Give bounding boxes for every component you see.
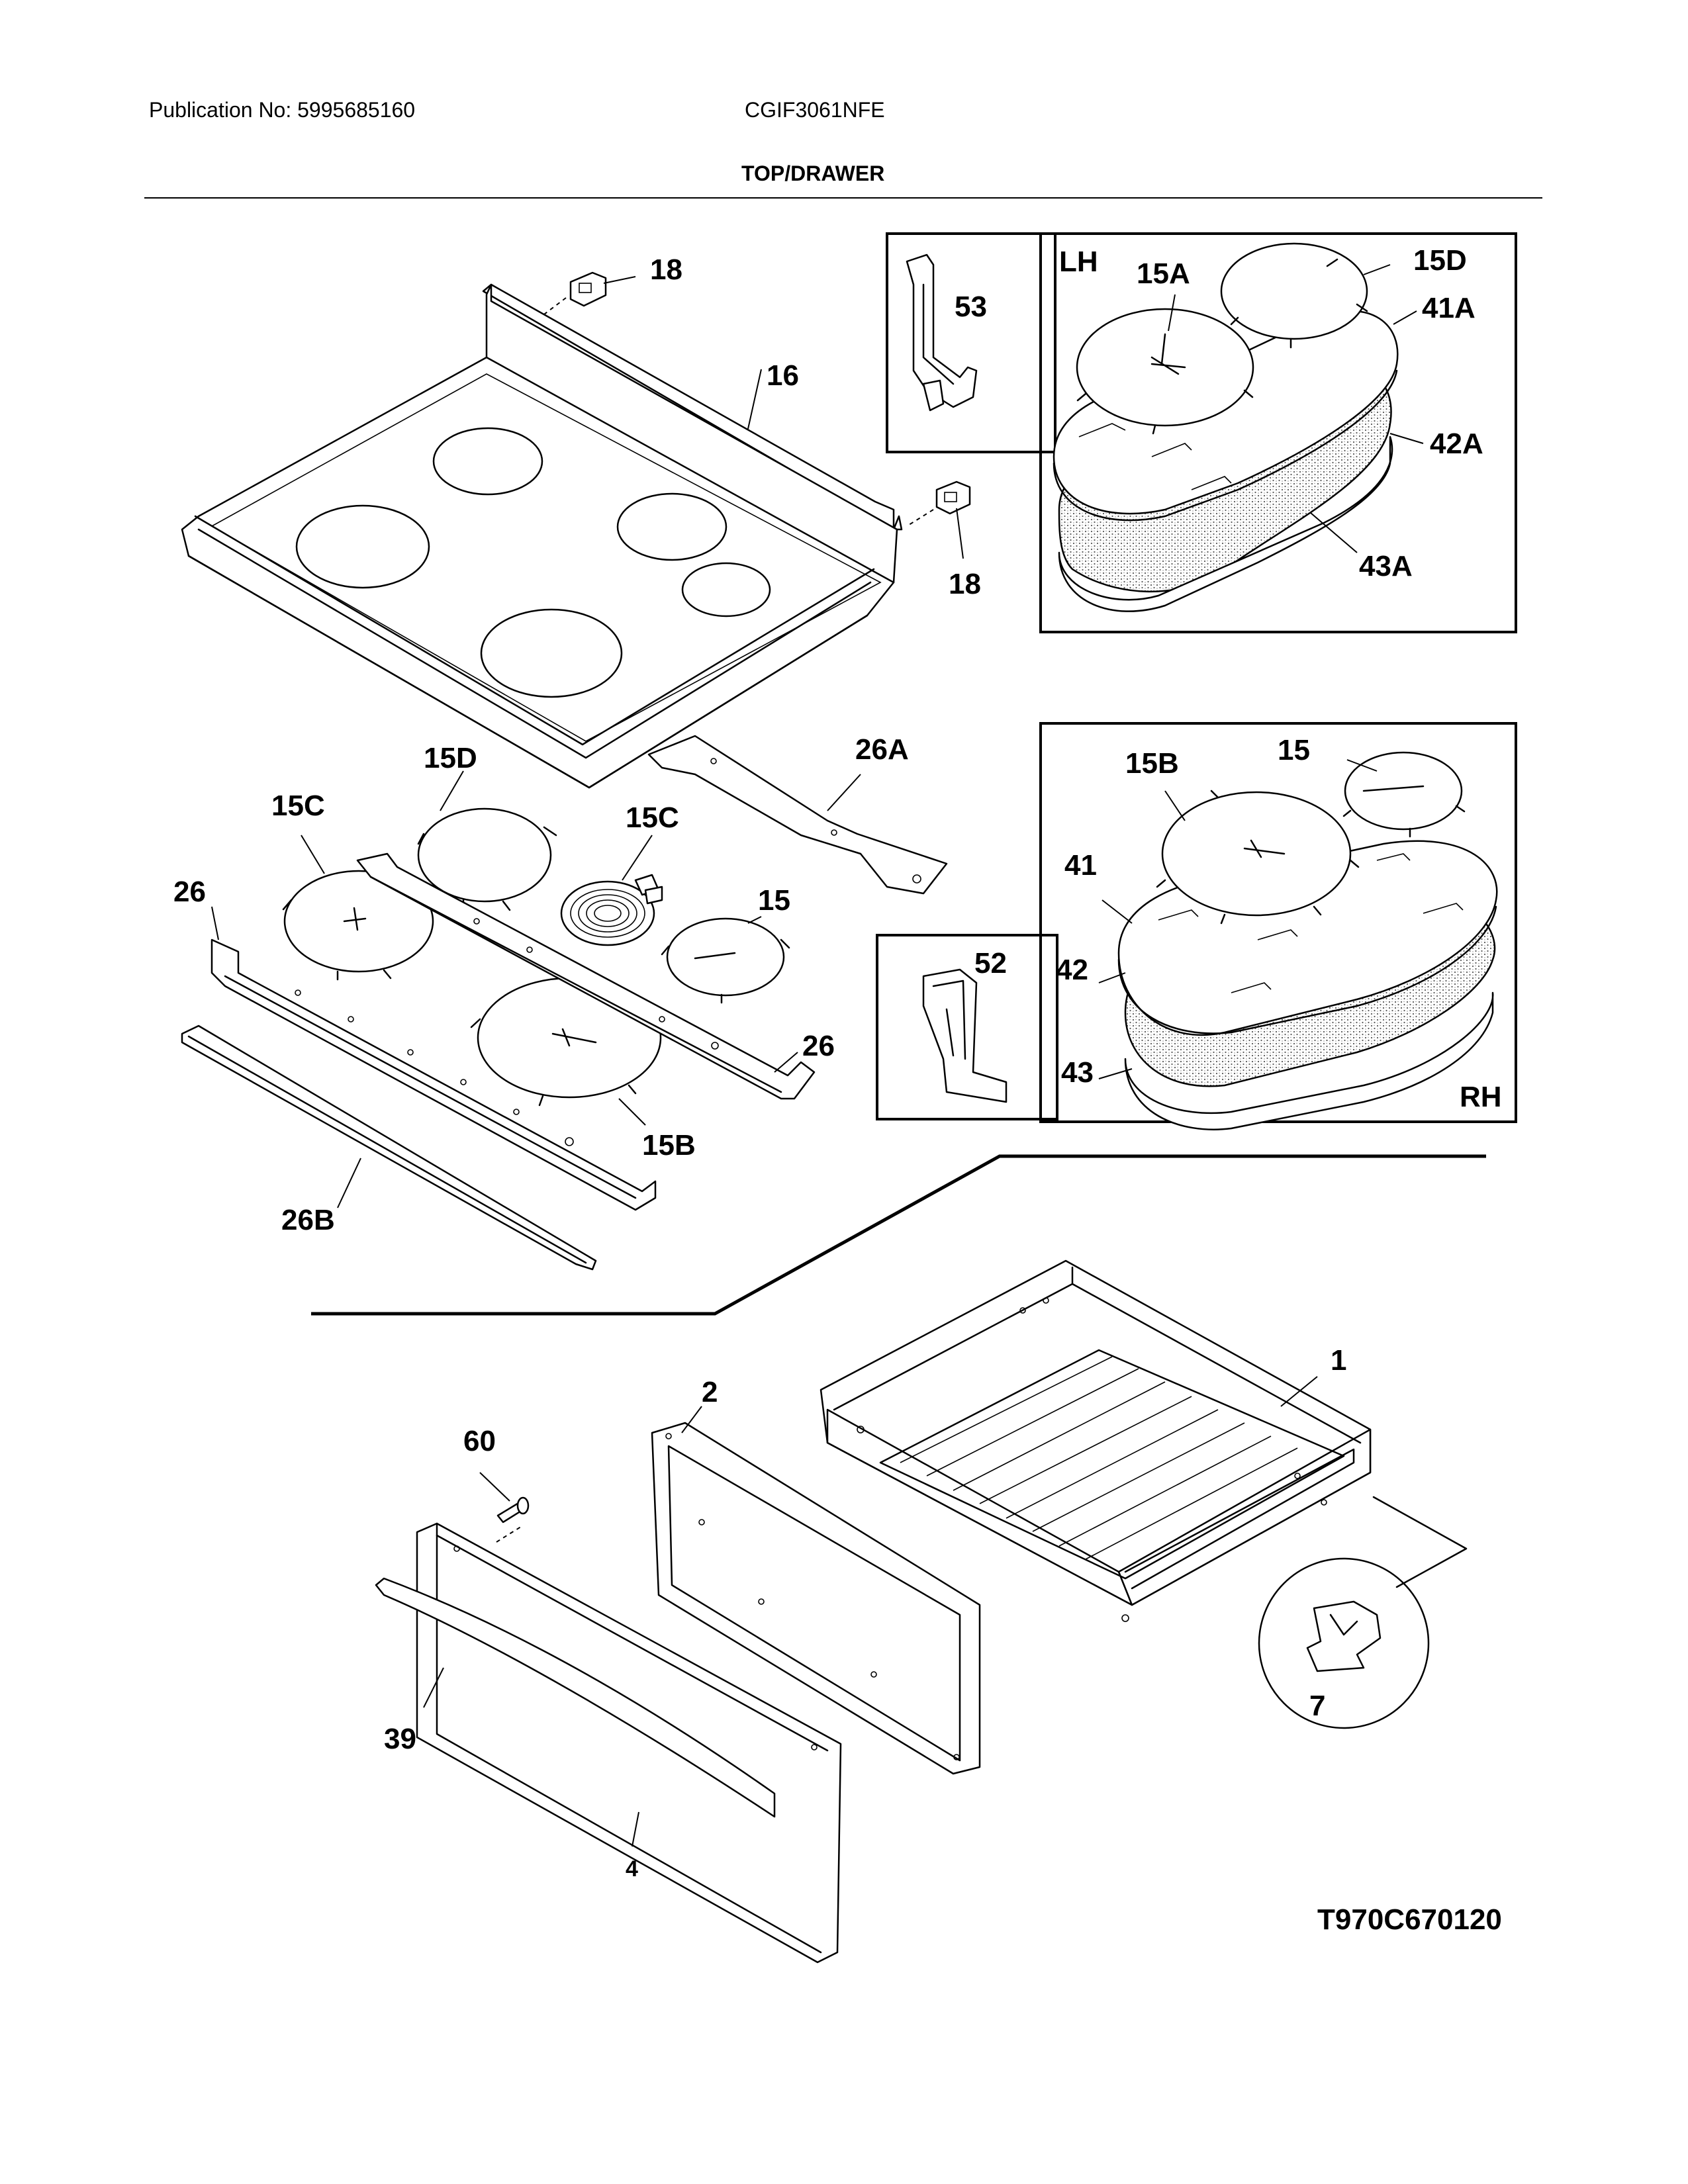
- callout-1: 1: [1331, 1344, 1346, 1377]
- inset-rh-box: [1039, 722, 1517, 1123]
- inset-53-box: [886, 232, 1056, 453]
- callout-15b-lower: 15B: [642, 1129, 696, 1161]
- element-15d-lower: [417, 807, 557, 911]
- label-rh: RH: [1460, 1081, 1502, 1113]
- callout-labels: 18 16 18 53 LH 15A 15D 41A 42A 43A 26A 1…: [173, 244, 1502, 1936]
- inset-52-box: [876, 934, 1058, 1120]
- callout-43: 43: [1061, 1056, 1094, 1089]
- lh-burner-assembly: [1053, 310, 1399, 612]
- callout-15c-center: 15C: [626, 801, 679, 834]
- inset-lh-box: [1039, 232, 1517, 633]
- callout-26b: 26B: [281, 1204, 335, 1236]
- callout-52: 52: [974, 947, 1007, 979]
- header-rule: [144, 197, 1542, 199]
- callout-41: 41: [1064, 849, 1097, 882]
- clip-7-leader: [1372, 1496, 1468, 1588]
- element-15c-left: [282, 870, 436, 981]
- callout-18-lower: 18: [949, 568, 981, 600]
- callout-16: 16: [767, 359, 799, 392]
- screw-60: [496, 1496, 530, 1524]
- element-15d-inset: [1220, 242, 1368, 349]
- callout-7: 7: [1309, 1690, 1325, 1722]
- element-15a: [1076, 308, 1254, 435]
- callout-42: 42: [1056, 954, 1088, 986]
- callout-15-lower: 15: [758, 884, 790, 917]
- element-15-inset: [1342, 751, 1466, 838]
- top-clip-18-upper: [541, 271, 607, 317]
- callout-15d-inset: 15D: [1413, 244, 1467, 277]
- callout-4: 4: [626, 1856, 638, 1882]
- label-lh: LH: [1059, 246, 1098, 278]
- trim-26b: [181, 1024, 597, 1271]
- rail-26-rear: [356, 852, 816, 1100]
- element-15b-inset: [1156, 790, 1360, 925]
- drawer-panel-2: [651, 1422, 981, 1775]
- bracket-52: [922, 968, 1008, 1103]
- callout-15c-left: 15C: [271, 790, 325, 822]
- callout-15d-lower: 15D: [424, 742, 477, 774]
- callout-18-upper: 18: [650, 253, 682, 286]
- drawer-body: [820, 1259, 1372, 1622]
- callout-42a: 42A: [1430, 428, 1483, 460]
- callout-39: 39: [384, 1723, 416, 1755]
- inset-7-circle: [1258, 1557, 1430, 1729]
- drawer-front-4: [416, 1522, 842, 1964]
- callout-2: 2: [702, 1376, 718, 1408]
- callout-41a: 41A: [1422, 292, 1476, 324]
- top-clip-18-lower: [906, 480, 971, 527]
- section-divider-line: [311, 1154, 1486, 1316]
- callout-26a: 26A: [855, 733, 909, 766]
- leader-lines: [211, 264, 1424, 1847]
- figure-id: T970C670120: [1317, 1903, 1502, 1936]
- callout-26-left: 26: [173, 876, 206, 908]
- element-15c-center-radiant: [560, 874, 663, 946]
- model-number: CGIF3061NFE: [745, 98, 885, 122]
- callout-15-inset: 15: [1278, 734, 1310, 766]
- bracket-53: [906, 253, 978, 412]
- callout-15a: 15A: [1137, 257, 1190, 290]
- element-15-lower: [661, 917, 790, 1004]
- bracket-26a: [647, 735, 948, 895]
- callout-15b-inset: 15B: [1125, 747, 1179, 780]
- handle-39: [375, 1577, 776, 1818]
- cooktop-glass-top: [181, 283, 903, 789]
- callout-43a: 43A: [1359, 550, 1413, 582]
- callout-60: 60: [463, 1425, 496, 1457]
- rail-26-front: [211, 938, 657, 1211]
- callout-53: 53: [955, 291, 987, 323]
- publication-number: Publication No: 5995685160: [149, 98, 416, 122]
- section-title: TOP/DRAWER: [741, 161, 885, 185]
- callout-26-right: 26: [802, 1030, 835, 1062]
